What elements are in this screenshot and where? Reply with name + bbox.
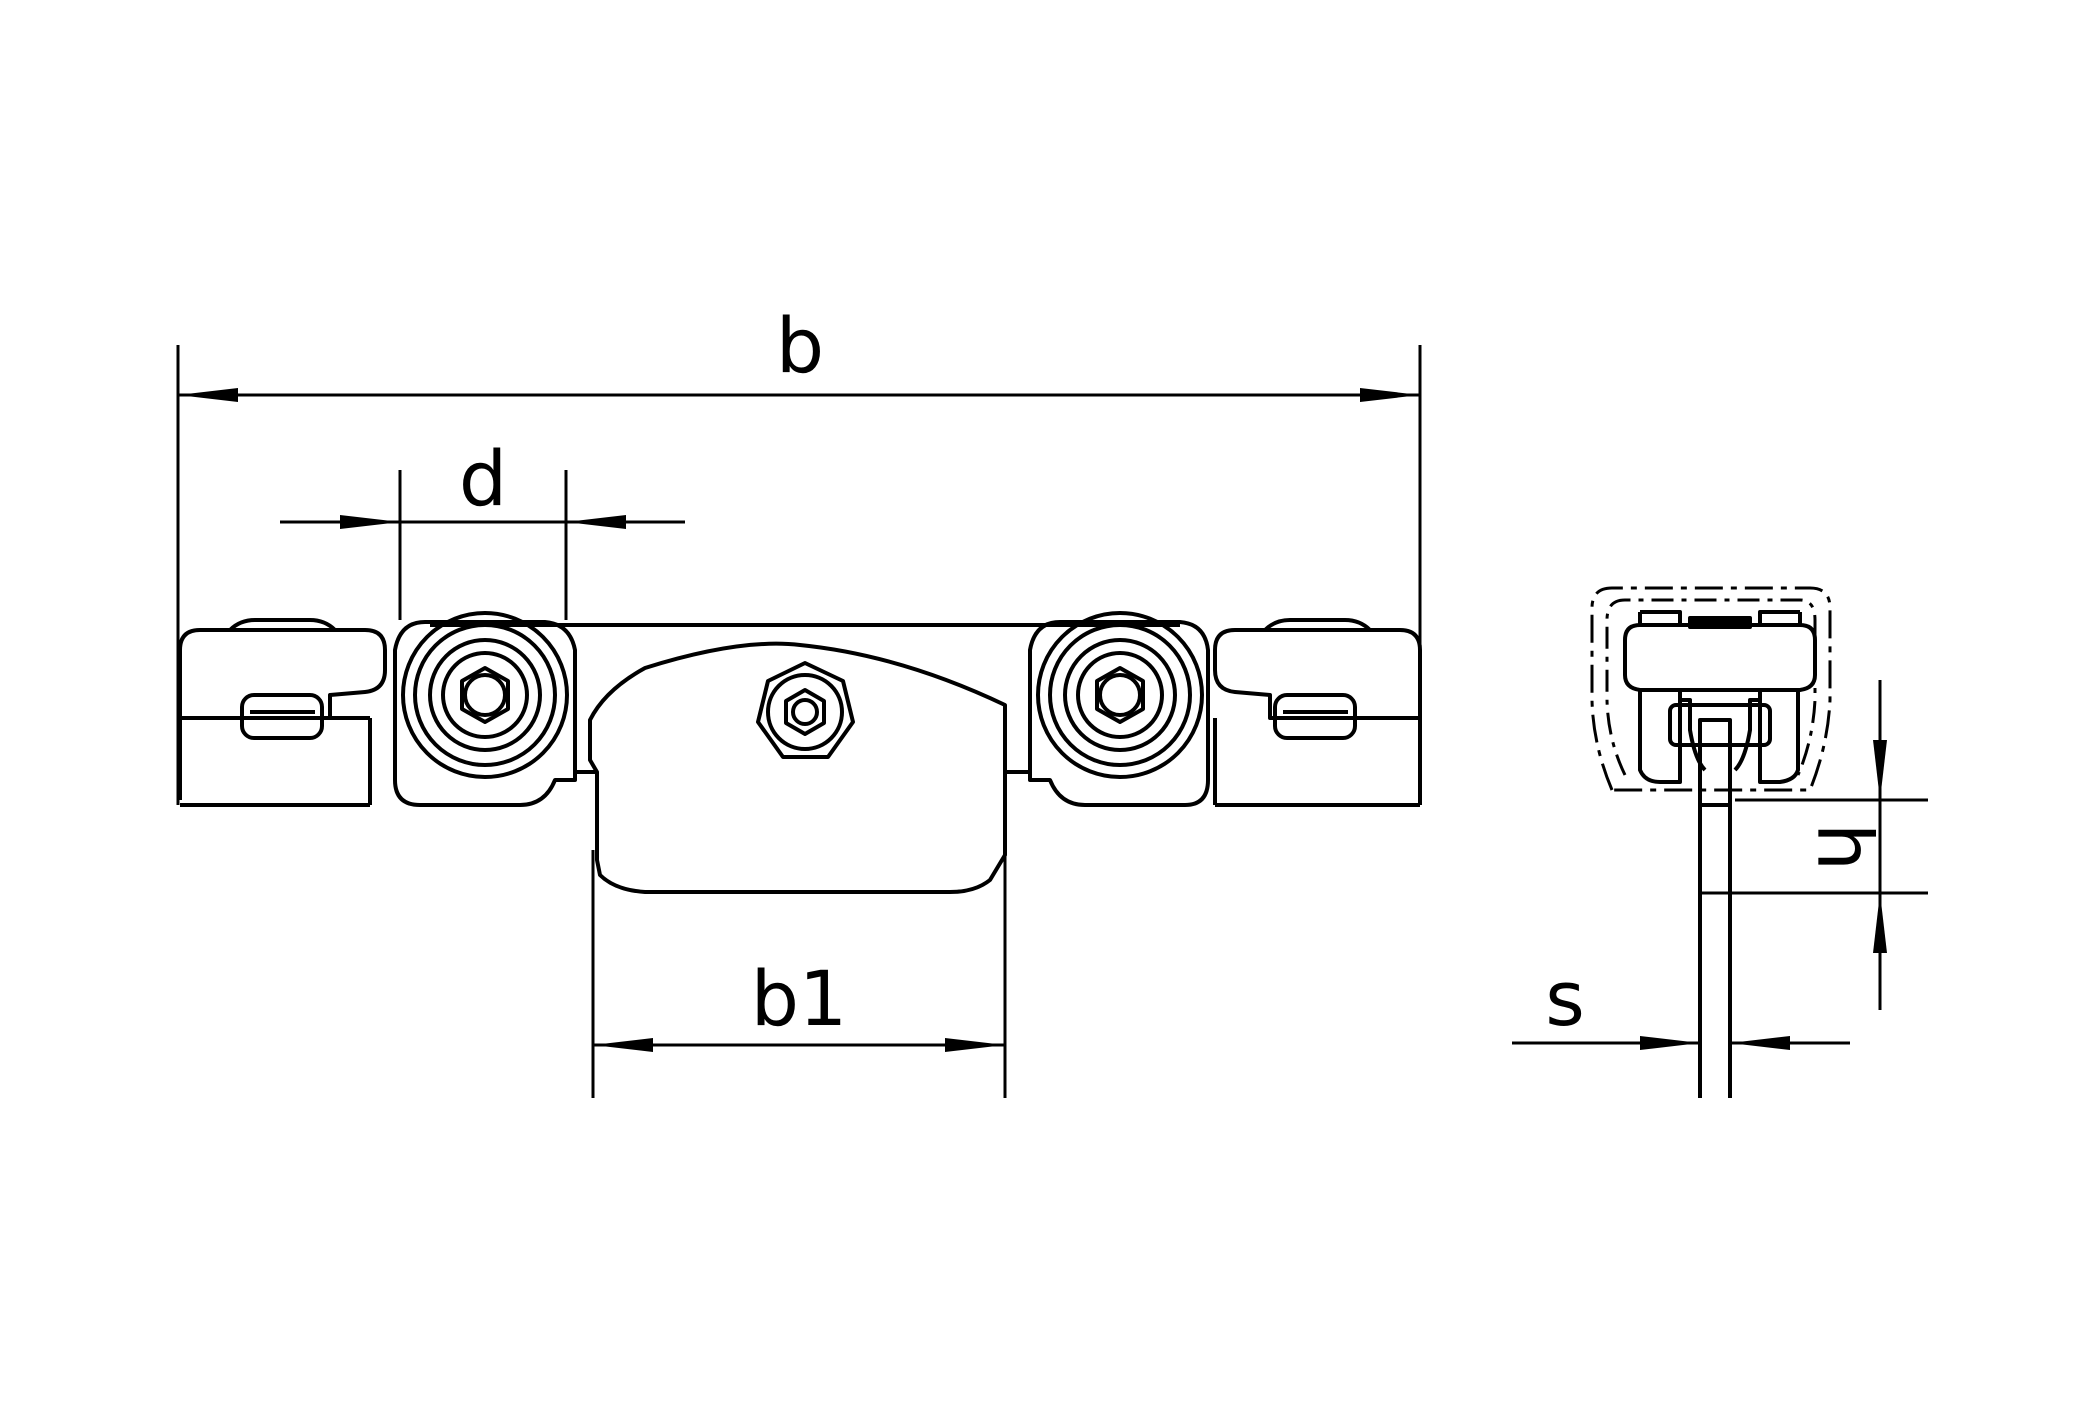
front-view — [178, 611, 1422, 894]
dimension-label-b: b — [776, 301, 824, 390]
dimension-d — [280, 470, 685, 620]
central-carriage — [575, 641, 1030, 894]
dimension-label-b1: b1 — [751, 954, 848, 1043]
dimension-b — [176, 345, 1422, 805]
envelope-outline — [1590, 586, 1832, 792]
side-top-plate — [1623, 623, 1817, 692]
dimension-label-h: h — [1801, 823, 1890, 871]
side-right-leg — [1758, 690, 1800, 784]
front-view-dimensions — [176, 345, 1422, 1098]
side-fin — [1698, 718, 1732, 807]
dimension-label-d: d — [459, 434, 507, 523]
envelope-inner-outline — [1605, 598, 1817, 776]
right-roller-housing — [1028, 611, 1210, 807]
left-roller-housing — [393, 611, 577, 807]
dimension-label-s: s — [1545, 954, 1585, 1043]
right-end-cap — [1213, 618, 1422, 807]
side-view-dimensions — [1512, 680, 1928, 1050]
side-view — [1590, 586, 1832, 1098]
dimension-b1 — [591, 850, 1007, 1098]
dimension-h — [1700, 680, 1928, 1010]
left-end-cap — [178, 618, 387, 807]
side-left-leg — [1638, 690, 1682, 784]
